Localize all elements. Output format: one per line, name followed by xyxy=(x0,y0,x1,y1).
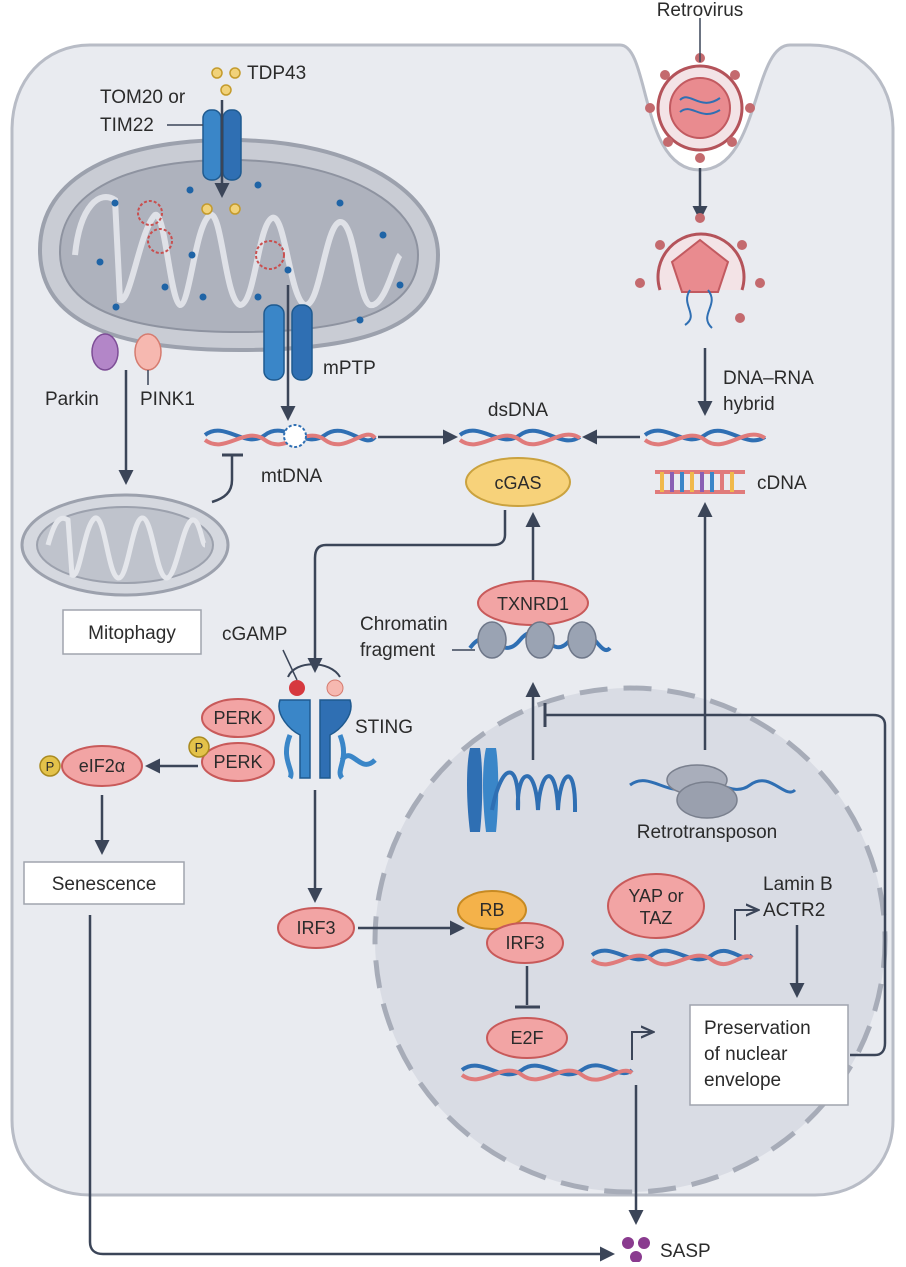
e2f-factor xyxy=(486,1017,568,1059)
eif2a-protein xyxy=(61,745,143,787)
dsdna-helix xyxy=(458,428,582,447)
tom20-label-line2: TIM22 xyxy=(100,115,154,136)
preservation-label-line3: envelope xyxy=(704,1070,781,1091)
retrovirus-particle xyxy=(645,53,755,163)
mitophagy-mitochondrion xyxy=(20,493,230,597)
chromosome xyxy=(467,748,499,832)
dna-rna-label-line1: DNA–RNA xyxy=(723,368,814,389)
mitophagy-box xyxy=(62,609,202,655)
mptp-label: mPTP xyxy=(323,358,376,379)
perk-upper-label: PERK xyxy=(213,708,262,728)
e2f-label: E2F xyxy=(510,1028,543,1048)
uncoating-retrovirus xyxy=(635,213,765,329)
cdna-label: cDNA xyxy=(757,473,807,494)
rb-protein xyxy=(457,890,527,930)
txnrd1-label: TXNRD1 xyxy=(497,594,569,614)
tom20-tim22-channel xyxy=(202,109,242,181)
cgas-enzyme xyxy=(465,457,571,507)
pink1-protein xyxy=(134,333,162,371)
mptp-channel xyxy=(263,304,313,381)
perk-lower-label: PERK xyxy=(213,752,262,772)
nucleus xyxy=(372,685,888,1195)
senescence-label: Senescence xyxy=(52,874,157,895)
senescence-box xyxy=(23,861,185,905)
laminb-label-line1: Lamin B xyxy=(763,874,833,895)
irf3-nucleus-label: IRF3 xyxy=(505,933,544,953)
sasp-label: SASP xyxy=(660,1241,711,1262)
preservation-label-line2: of nuclear xyxy=(704,1044,788,1065)
phospho-badge-eif2a xyxy=(39,755,61,777)
yap-taz-factor xyxy=(607,873,705,939)
dsdna-label: dsDNA xyxy=(488,400,549,421)
rb-label: RB xyxy=(479,900,504,920)
preservation-box xyxy=(689,1004,849,1106)
retrotransposon xyxy=(629,764,797,819)
preservation-label-line1: Preservation xyxy=(704,1018,811,1039)
yap-label-line2: TAZ xyxy=(640,908,673,928)
eif2a-label: eIF2α xyxy=(79,756,125,776)
cdna-ladder xyxy=(655,470,745,494)
mtdna-label: mtDNA xyxy=(261,466,323,487)
pink1-label: PINK1 xyxy=(140,389,195,410)
dna-rna-label-line2: hybrid xyxy=(723,394,775,415)
tom20-label-line1: TOM20 or xyxy=(100,87,186,108)
chromatin-fragment xyxy=(468,621,612,659)
chromatin-label-line2: fragment xyxy=(360,640,436,661)
retrotransposon-label: Retrotransposon xyxy=(637,822,777,843)
perk-lower xyxy=(201,742,275,782)
tdp43-particles xyxy=(201,67,241,215)
yap-target-dna xyxy=(590,948,754,967)
mitophagy-label: Mitophagy xyxy=(88,623,176,644)
tdp43-label: TDP43 xyxy=(247,63,306,84)
chromatin-label-line1: Chromatin xyxy=(360,614,448,635)
cgamp-label: cGAMP xyxy=(222,624,287,645)
irf3-cytoplasm-label: IRF3 xyxy=(296,918,335,938)
dna-rna-hybrid-helix xyxy=(643,428,767,447)
e2f-target-dna xyxy=(460,1063,634,1082)
yap-label-line1: YAP or xyxy=(628,886,683,906)
uncoiled-chromatin xyxy=(490,770,578,813)
phospho-label-perk: P xyxy=(195,740,204,755)
mitochondrion xyxy=(37,137,441,353)
parkin-label: Parkin xyxy=(45,389,99,410)
parkin-protein xyxy=(91,333,119,371)
phospho-label-eif2a: P xyxy=(46,759,55,774)
retrovirus-label: Retrovirus xyxy=(657,0,744,21)
phospho-badge-perk xyxy=(188,736,210,758)
irf3-cytoplasm xyxy=(277,907,355,949)
cgas-label: cGAS xyxy=(494,473,541,493)
laminb-label-line2: ACTR2 xyxy=(763,900,825,921)
perk-upper xyxy=(201,698,275,738)
sting-receptor xyxy=(278,663,377,780)
mtdna-helix xyxy=(203,424,377,448)
sasp-particles xyxy=(622,1237,650,1263)
irf3-nucleus xyxy=(486,922,564,964)
sting-label: STING xyxy=(355,717,413,738)
